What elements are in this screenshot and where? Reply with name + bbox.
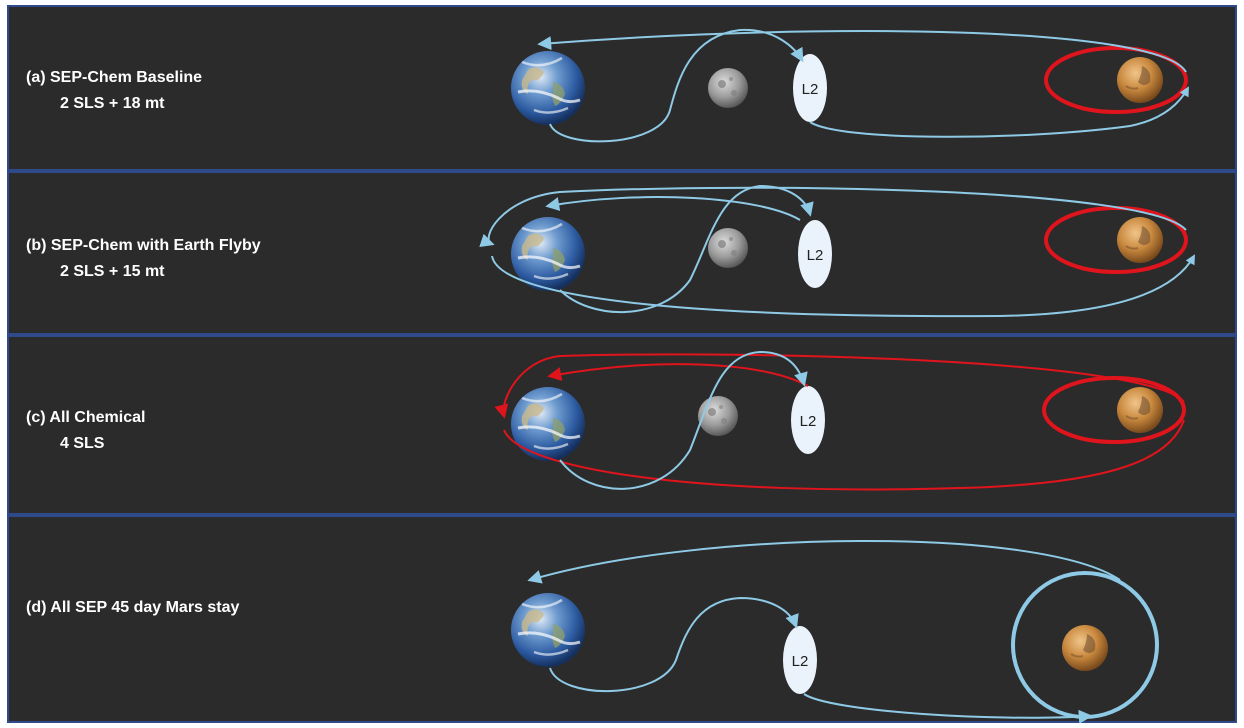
l2-lagrange-point-oval: L2 bbox=[798, 220, 832, 288]
panel-title: (c) All Chemical bbox=[26, 409, 145, 426]
panel-subtitle: 2 SLS + 15 mt bbox=[60, 263, 165, 280]
mars-planet-icon bbox=[1116, 216, 1164, 264]
return-trajectory bbox=[479, 186, 1187, 248]
mars-orbit-red bbox=[1044, 46, 1188, 114]
earth-to-l2-trajectory bbox=[559, 350, 808, 490]
l2-label: L2 bbox=[807, 247, 824, 264]
panel-background bbox=[7, 515, 1237, 723]
flyby-to-mars-trajectory bbox=[491, 254, 1195, 318]
l2-to-earth-trajectory-red bbox=[547, 363, 809, 387]
l2-lagrange-point-oval: L2 bbox=[783, 626, 817, 694]
mars-planet-icon bbox=[1061, 624, 1109, 672]
l2-label: L2 bbox=[802, 81, 819, 98]
return-trajectory-red bbox=[494, 353, 1185, 419]
panel-background bbox=[7, 5, 1237, 171]
panel-a: (a) SEP-Chem Baseline 2 SLS + 18 mt L2 bbox=[7, 5, 1237, 171]
outbound-trajectory-red bbox=[503, 419, 1185, 491]
panel-b: (b) SEP-Chem with Earth Flyby 2 SLS + 15… bbox=[7, 171, 1237, 335]
return-trajectory bbox=[527, 540, 1121, 584]
l2-label: L2 bbox=[800, 413, 817, 430]
l2-to-mars-trajectory bbox=[809, 86, 1189, 138]
earth-to-l2-trajectory bbox=[549, 28, 804, 143]
moon-icon bbox=[708, 228, 748, 268]
panel-subtitle: 4 SLS bbox=[60, 435, 105, 452]
earth-globe-icon bbox=[509, 385, 587, 463]
panel-title: (d) All SEP 45 day Mars stay bbox=[26, 599, 240, 616]
mars-planet-icon bbox=[1116, 386, 1164, 434]
l2-to-earth-trajectory bbox=[545, 196, 801, 221]
l2-lagrange-point-oval: L2 bbox=[791, 386, 825, 454]
earth-to-l2-trajectory bbox=[559, 184, 814, 314]
moon-icon bbox=[708, 68, 748, 108]
l2-lagrange-point-oval: L2 bbox=[793, 54, 827, 122]
mars-planet-icon bbox=[1116, 56, 1164, 104]
panel-background bbox=[7, 171, 1237, 335]
l2-to-mars-trajectory bbox=[803, 693, 1093, 724]
earth-globe-icon bbox=[509, 591, 587, 669]
return-trajectory bbox=[537, 30, 1187, 73]
panel-title: (b) SEP-Chem with Earth Flyby bbox=[26, 237, 261, 254]
panel-c: (c) All Chemical 4 SLS L2 bbox=[7, 335, 1237, 515]
earth-globe-icon bbox=[509, 49, 587, 127]
panel-d: (d) All SEP 45 day Mars stay L2 bbox=[7, 515, 1237, 724]
earth-to-l2-trajectory bbox=[549, 596, 799, 692]
l2-label: L2 bbox=[792, 653, 809, 670]
panel-subtitle: 2 SLS + 18 mt bbox=[60, 95, 165, 112]
panel-title: (a) SEP-Chem Baseline bbox=[26, 69, 202, 86]
